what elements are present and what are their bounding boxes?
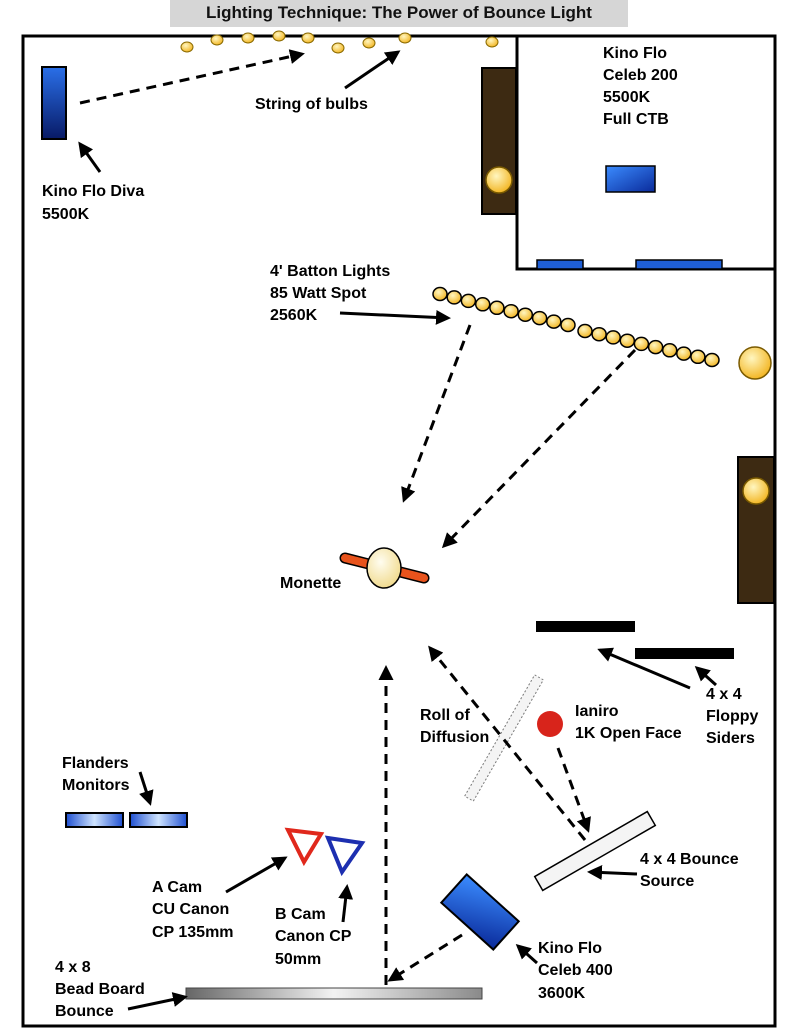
- practical-bulb: [742, 477, 770, 505]
- batton-bulb: [474, 297, 491, 312]
- label-string-of-bulbs: String of bulbs: [255, 96, 368, 113]
- floppy-sider-2: [635, 648, 734, 659]
- label-ianiro: Ianiro 1K Open Face: [575, 703, 682, 742]
- batton-bulb: [690, 349, 706, 365]
- batton-bulb: [546, 314, 562, 329]
- monette-subject: [339, 547, 430, 589]
- practical-bulb: [485, 166, 513, 194]
- batton-bulb: [503, 303, 519, 319]
- bounce-source-board: [533, 810, 657, 892]
- batton-bulb: [619, 333, 636, 348]
- label-kino-flo-celeb-400: Kino Flo Celeb 400 3600K: [538, 940, 617, 1002]
- batton-bulb: [432, 286, 448, 302]
- batton-bulb: [560, 317, 576, 333]
- batton-lights: [432, 286, 720, 368]
- kino-flo-diva-fixture: [41, 66, 67, 140]
- label-bead-board: 4 x 8 Bead Board Bounce: [55, 959, 149, 1020]
- label-flanders-monitors: Flanders Monitors: [62, 755, 133, 794]
- label-a-cam: A Cam CU Canon CP 135mm: [152, 879, 234, 941]
- window-light-right: [635, 259, 723, 270]
- label-monette: Monette: [280, 575, 341, 592]
- kino-flo-celeb-400-fixture: [439, 873, 521, 951]
- batton-bulb: [517, 307, 534, 322]
- batton-bulb: [605, 330, 621, 345]
- label-bounce-source: 4 x 4 Bounce Source: [640, 851, 743, 890]
- ianiro-light: [537, 711, 563, 737]
- b-cam-icon: [324, 835, 366, 877]
- label-floppy-siders: 4 x 4 Floppy Siders: [706, 686, 763, 747]
- floppy-sider-1: [536, 621, 635, 632]
- practical-bulb: [738, 346, 772, 380]
- label-pointer-arrows: [78, 50, 718, 1011]
- flanders-monitor-1: [65, 812, 124, 828]
- batton-bulb: [446, 290, 462, 305]
- batton-bulb: [460, 293, 477, 309]
- batton-bulb: [661, 343, 678, 358]
- string-of-bulbs: [180, 30, 499, 54]
- label-roll-of-diffusion: Roll of Diffusion: [420, 707, 489, 746]
- window-light-left: [536, 259, 584, 270]
- batton-bulb: [704, 352, 720, 368]
- label-kino-flo-diva: Kino Flo Diva 5500K: [42, 183, 149, 223]
- batton-bulb: [577, 323, 593, 339]
- batton-bulb: [647, 339, 664, 355]
- batton-bulb: [633, 336, 650, 352]
- light-path-arrows: [79, 49, 637, 985]
- batton-bulb: [531, 310, 548, 326]
- a-cam-icon: [284, 827, 325, 867]
- label-kino-flo-celeb-200: Kino Flo Celeb 200 5500K Full CTB: [603, 45, 682, 128]
- label-batton-lights: 4' Batton Lights 85 Watt Spot 2560K: [270, 263, 395, 324]
- batton-bulb: [676, 346, 692, 361]
- batton-bulb: [489, 300, 505, 316]
- batton-bulb: [591, 326, 607, 342]
- roll-of-diffusion: [463, 674, 545, 802]
- flanders-monitor-2: [129, 812, 188, 828]
- label-b-cam: B Cam Canon CP 50mm: [275, 906, 356, 968]
- kino-flo-celeb-200-fixture: [605, 165, 656, 193]
- diagram-title: Lighting Technique: The Power of Bounce …: [170, 0, 628, 27]
- bead-board-bounce: [185, 987, 483, 1000]
